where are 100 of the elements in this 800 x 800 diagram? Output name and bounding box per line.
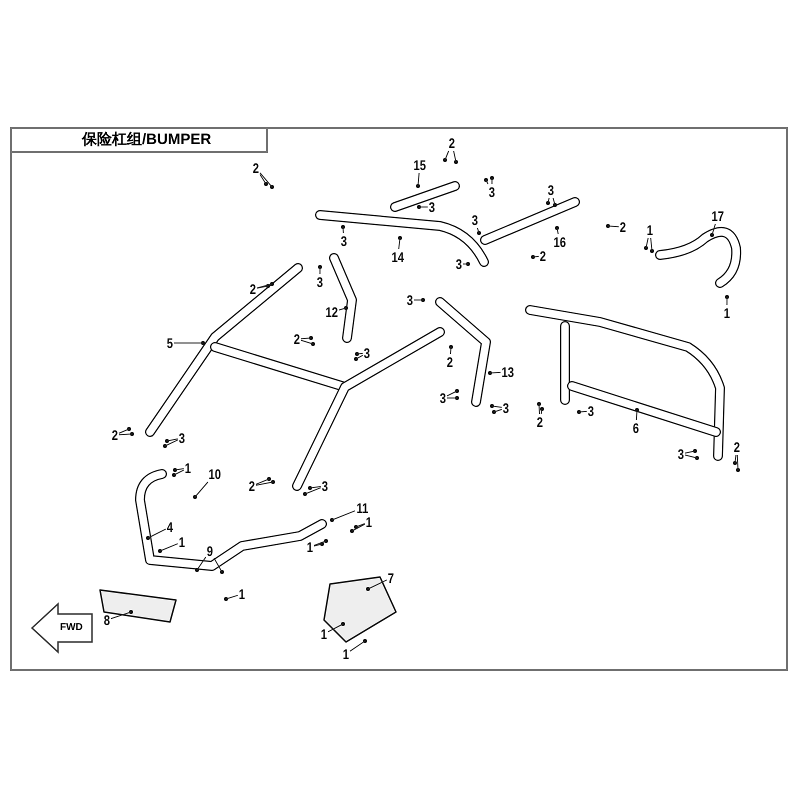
leader-line [450, 346, 452, 354]
leader-line [214, 558, 222, 572]
leader-line [726, 296, 728, 306]
leader-line [532, 256, 540, 258]
callout-number: 2 [536, 415, 544, 429]
callout-number: 4 [166, 520, 174, 534]
direction-label: FWD [60, 623, 83, 633]
leader-line [304, 487, 322, 494]
leader-line [476, 228, 480, 234]
callout-number: 3 [456, 257, 462, 271]
leader-line [118, 434, 132, 436]
callout-number: 1 [342, 647, 350, 661]
leader-line [148, 528, 166, 538]
callout-number: 3 [548, 183, 554, 197]
leader-line [352, 524, 366, 532]
callout-number: 1 [238, 587, 246, 601]
leader-line [332, 510, 356, 520]
callout-number: 1 [646, 223, 654, 237]
leader-line [578, 410, 588, 412]
callout-number: 1 [184, 461, 192, 475]
leader-line [174, 342, 204, 344]
callout-number: 10 [208, 467, 222, 481]
leader-line [256, 284, 272, 288]
callout-number: 3 [406, 293, 414, 307]
callout-number: 1 [306, 540, 314, 554]
callout-number: 2 [250, 282, 256, 296]
leader-line [453, 150, 456, 162]
leader-line [310, 486, 322, 488]
leader-line [712, 224, 716, 236]
leader-line [552, 198, 556, 206]
callout-number: 3 [316, 275, 324, 289]
callout-number: 3 [588, 404, 594, 418]
callout-number: 12 [326, 305, 338, 319]
callout-number: 2 [448, 136, 456, 150]
callout-number: 17 [712, 209, 724, 223]
leader-line [444, 150, 450, 160]
leader-line [418, 206, 428, 208]
callout-number: 3 [488, 185, 496, 199]
leader-line [368, 579, 388, 590]
leader-line [174, 470, 184, 476]
leader-line [194, 482, 208, 498]
leader-line [486, 180, 488, 184]
callout-number: 2 [446, 355, 454, 369]
leader-line [256, 286, 268, 289]
leader-line [300, 338, 312, 340]
callout-number: 2 [294, 332, 300, 346]
callout-number: 9 [206, 544, 214, 558]
callout-number: 3 [502, 401, 510, 415]
leader-line [160, 543, 178, 552]
leader-line [636, 410, 638, 420]
leader-line [164, 439, 178, 446]
leader-line [356, 354, 364, 360]
callout-number: 2 [248, 479, 256, 493]
leader-line [196, 556, 206, 570]
callout-number: 2 [620, 220, 626, 234]
leader-line [319, 266, 320, 274]
callout-number: 3 [340, 234, 348, 248]
leader-line [342, 226, 344, 234]
leader-line [540, 408, 542, 414]
callout-number: 5 [166, 336, 174, 350]
callout-number: 3 [178, 431, 186, 445]
callout-number: 2 [540, 249, 546, 263]
leader-line [260, 172, 272, 188]
callout-number: 1 [178, 535, 186, 549]
callout-number: 1 [320, 627, 328, 641]
leader-line [494, 408, 502, 412]
leader-line [110, 612, 132, 620]
callout-number: 3 [678, 447, 684, 461]
leader-line [256, 478, 270, 485]
callout-number: 13 [502, 365, 514, 379]
callout-number: 15 [414, 158, 426, 172]
callout-number: 3 [428, 200, 436, 214]
callout-number: 2 [734, 440, 740, 454]
leader-line [256, 482, 274, 486]
callout-number: 1 [366, 515, 372, 529]
leader-line [226, 594, 238, 600]
leader-line [684, 454, 698, 458]
leader-line [446, 390, 458, 396]
leader-line [608, 226, 620, 228]
callout-number: 1 [724, 306, 730, 320]
leader-line [338, 308, 346, 310]
leader-line [174, 468, 184, 470]
leader-line [646, 238, 649, 248]
callout-number: 3 [440, 391, 446, 405]
callout-number: 8 [104, 613, 110, 627]
leader-line [736, 454, 738, 470]
leader-line [166, 438, 178, 442]
leader-line [538, 404, 540, 414]
callout-number: 2 [112, 428, 118, 442]
title: 保险杠组/BUMPER [10, 127, 268, 153]
leader-line [356, 523, 366, 528]
leader-line [650, 238, 652, 252]
leader-line [260, 174, 266, 184]
leader-line [684, 450, 696, 454]
callout-number: 11 [356, 501, 368, 515]
leader-line [556, 228, 559, 234]
leader-line [418, 172, 420, 186]
leader-line [734, 454, 736, 464]
leader-line [300, 340, 314, 344]
callout-number: 2 [252, 161, 260, 175]
